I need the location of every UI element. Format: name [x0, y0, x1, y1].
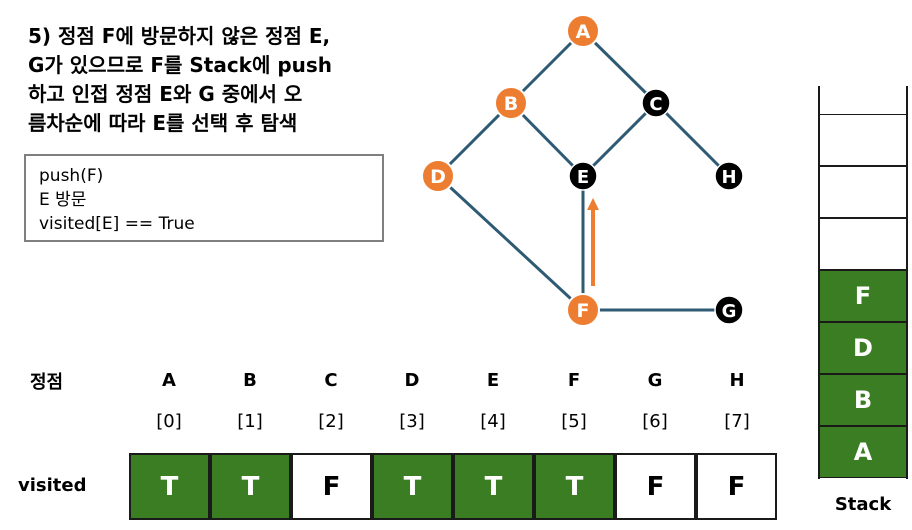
- node-label-F: F: [577, 300, 590, 322]
- node-E: E: [568, 161, 598, 191]
- graph-edges: [436, 29, 731, 312]
- node-label-H: H: [721, 167, 736, 188]
- visited-cell: T: [210, 453, 291, 520]
- vertex-label: F: [567, 370, 581, 391]
- edge-D-F: [436, 174, 585, 312]
- node-A: A: [566, 14, 600, 48]
- stack-item: B: [818, 374, 908, 426]
- node-label-D: D: [430, 166, 446, 188]
- vertex-label: G: [647, 370, 663, 391]
- visited-cell: F: [291, 453, 372, 520]
- node-circle-B: [494, 86, 528, 120]
- index-label: [3]: [399, 411, 425, 432]
- vertex-label: D: [404, 370, 420, 391]
- vertex-label: A: [162, 370, 176, 391]
- index-label: [4]: [480, 411, 506, 432]
- vertex-label: E: [486, 370, 500, 391]
- node-label-C: C: [649, 94, 662, 115]
- stack-item: F: [818, 270, 908, 322]
- code-line: visited[E] == True: [39, 214, 195, 234]
- traversal-arrow: [587, 198, 599, 286]
- stack-slot: [818, 166, 908, 218]
- index-label: [5]: [561, 411, 587, 432]
- node-circle-F: [566, 293, 600, 327]
- visited-row-label: visited: [18, 475, 87, 496]
- edge-B-D: [436, 101, 513, 178]
- node-circle-H: [714, 161, 744, 191]
- node-F: F: [566, 293, 600, 327]
- node-circle-C: [641, 88, 671, 118]
- visited-cell: T: [372, 453, 453, 520]
- index-label: [0]: [156, 411, 182, 432]
- node-circle-A: [566, 14, 600, 48]
- code-line: push(F): [39, 166, 104, 186]
- node-H: H: [714, 161, 744, 191]
- code-box: push(F) E 방문 visited[E] == True: [24, 154, 384, 242]
- node-circle-G: [714, 295, 744, 325]
- step-description-line: G가 있으므로 F를 Stack에 push: [28, 53, 333, 77]
- step-description-line: 름차순에 따라 E를 선택 후 탐색: [28, 111, 298, 135]
- code-line: E 방문: [39, 190, 87, 210]
- stack-label: Stack: [834, 494, 892, 515]
- edge-A-C: [581, 29, 658, 105]
- step-description-line: 5) 정점 F에 방문하지 않은 정점 E,: [28, 24, 331, 48]
- edge-C-E: [581, 101, 658, 178]
- index-label: [2]: [318, 411, 344, 432]
- vertex-label: H: [729, 370, 745, 391]
- vertex-row-label: 정점: [30, 372, 64, 393]
- stack-item: D: [818, 322, 908, 374]
- node-C: C: [641, 88, 671, 118]
- edge-B-E: [509, 101, 585, 178]
- edge-C-H: [654, 101, 731, 178]
- node-label-A: A: [576, 21, 591, 43]
- visited-cell: T: [534, 453, 615, 520]
- vertex-label: C: [324, 370, 338, 391]
- node-label-G: G: [722, 301, 737, 322]
- stack-slot: [818, 218, 908, 270]
- node-B: B: [494, 86, 528, 120]
- node-label-B: B: [504, 93, 518, 115]
- node-D: D: [421, 159, 455, 193]
- index-label: [7]: [724, 411, 750, 432]
- node-label-E: E: [577, 167, 589, 188]
- visited-cell: F: [696, 453, 777, 520]
- step-description-line: 하고 인접 정점 E와 G 중에서 오: [28, 82, 303, 106]
- arrow-head: [587, 198, 599, 210]
- node-circle-D: [421, 159, 455, 193]
- node-G: G: [714, 295, 744, 325]
- vertex-label: B: [243, 370, 257, 391]
- visited-cell: T: [129, 453, 210, 520]
- node-circle-E: [568, 161, 598, 191]
- index-label: [6]: [642, 411, 668, 432]
- stack-item: A: [818, 426, 908, 478]
- step-description: 5) 정점 F에 방문하지 않은 정점 E, G가 있으므로 F를 Stack에…: [28, 22, 408, 138]
- visited-cell: F: [615, 453, 696, 520]
- visited-cell: T: [453, 453, 534, 520]
- stack-slot: [818, 114, 908, 166]
- graph-nodes: A B C D E H F G: [421, 14, 744, 327]
- index-label: [1]: [237, 411, 263, 432]
